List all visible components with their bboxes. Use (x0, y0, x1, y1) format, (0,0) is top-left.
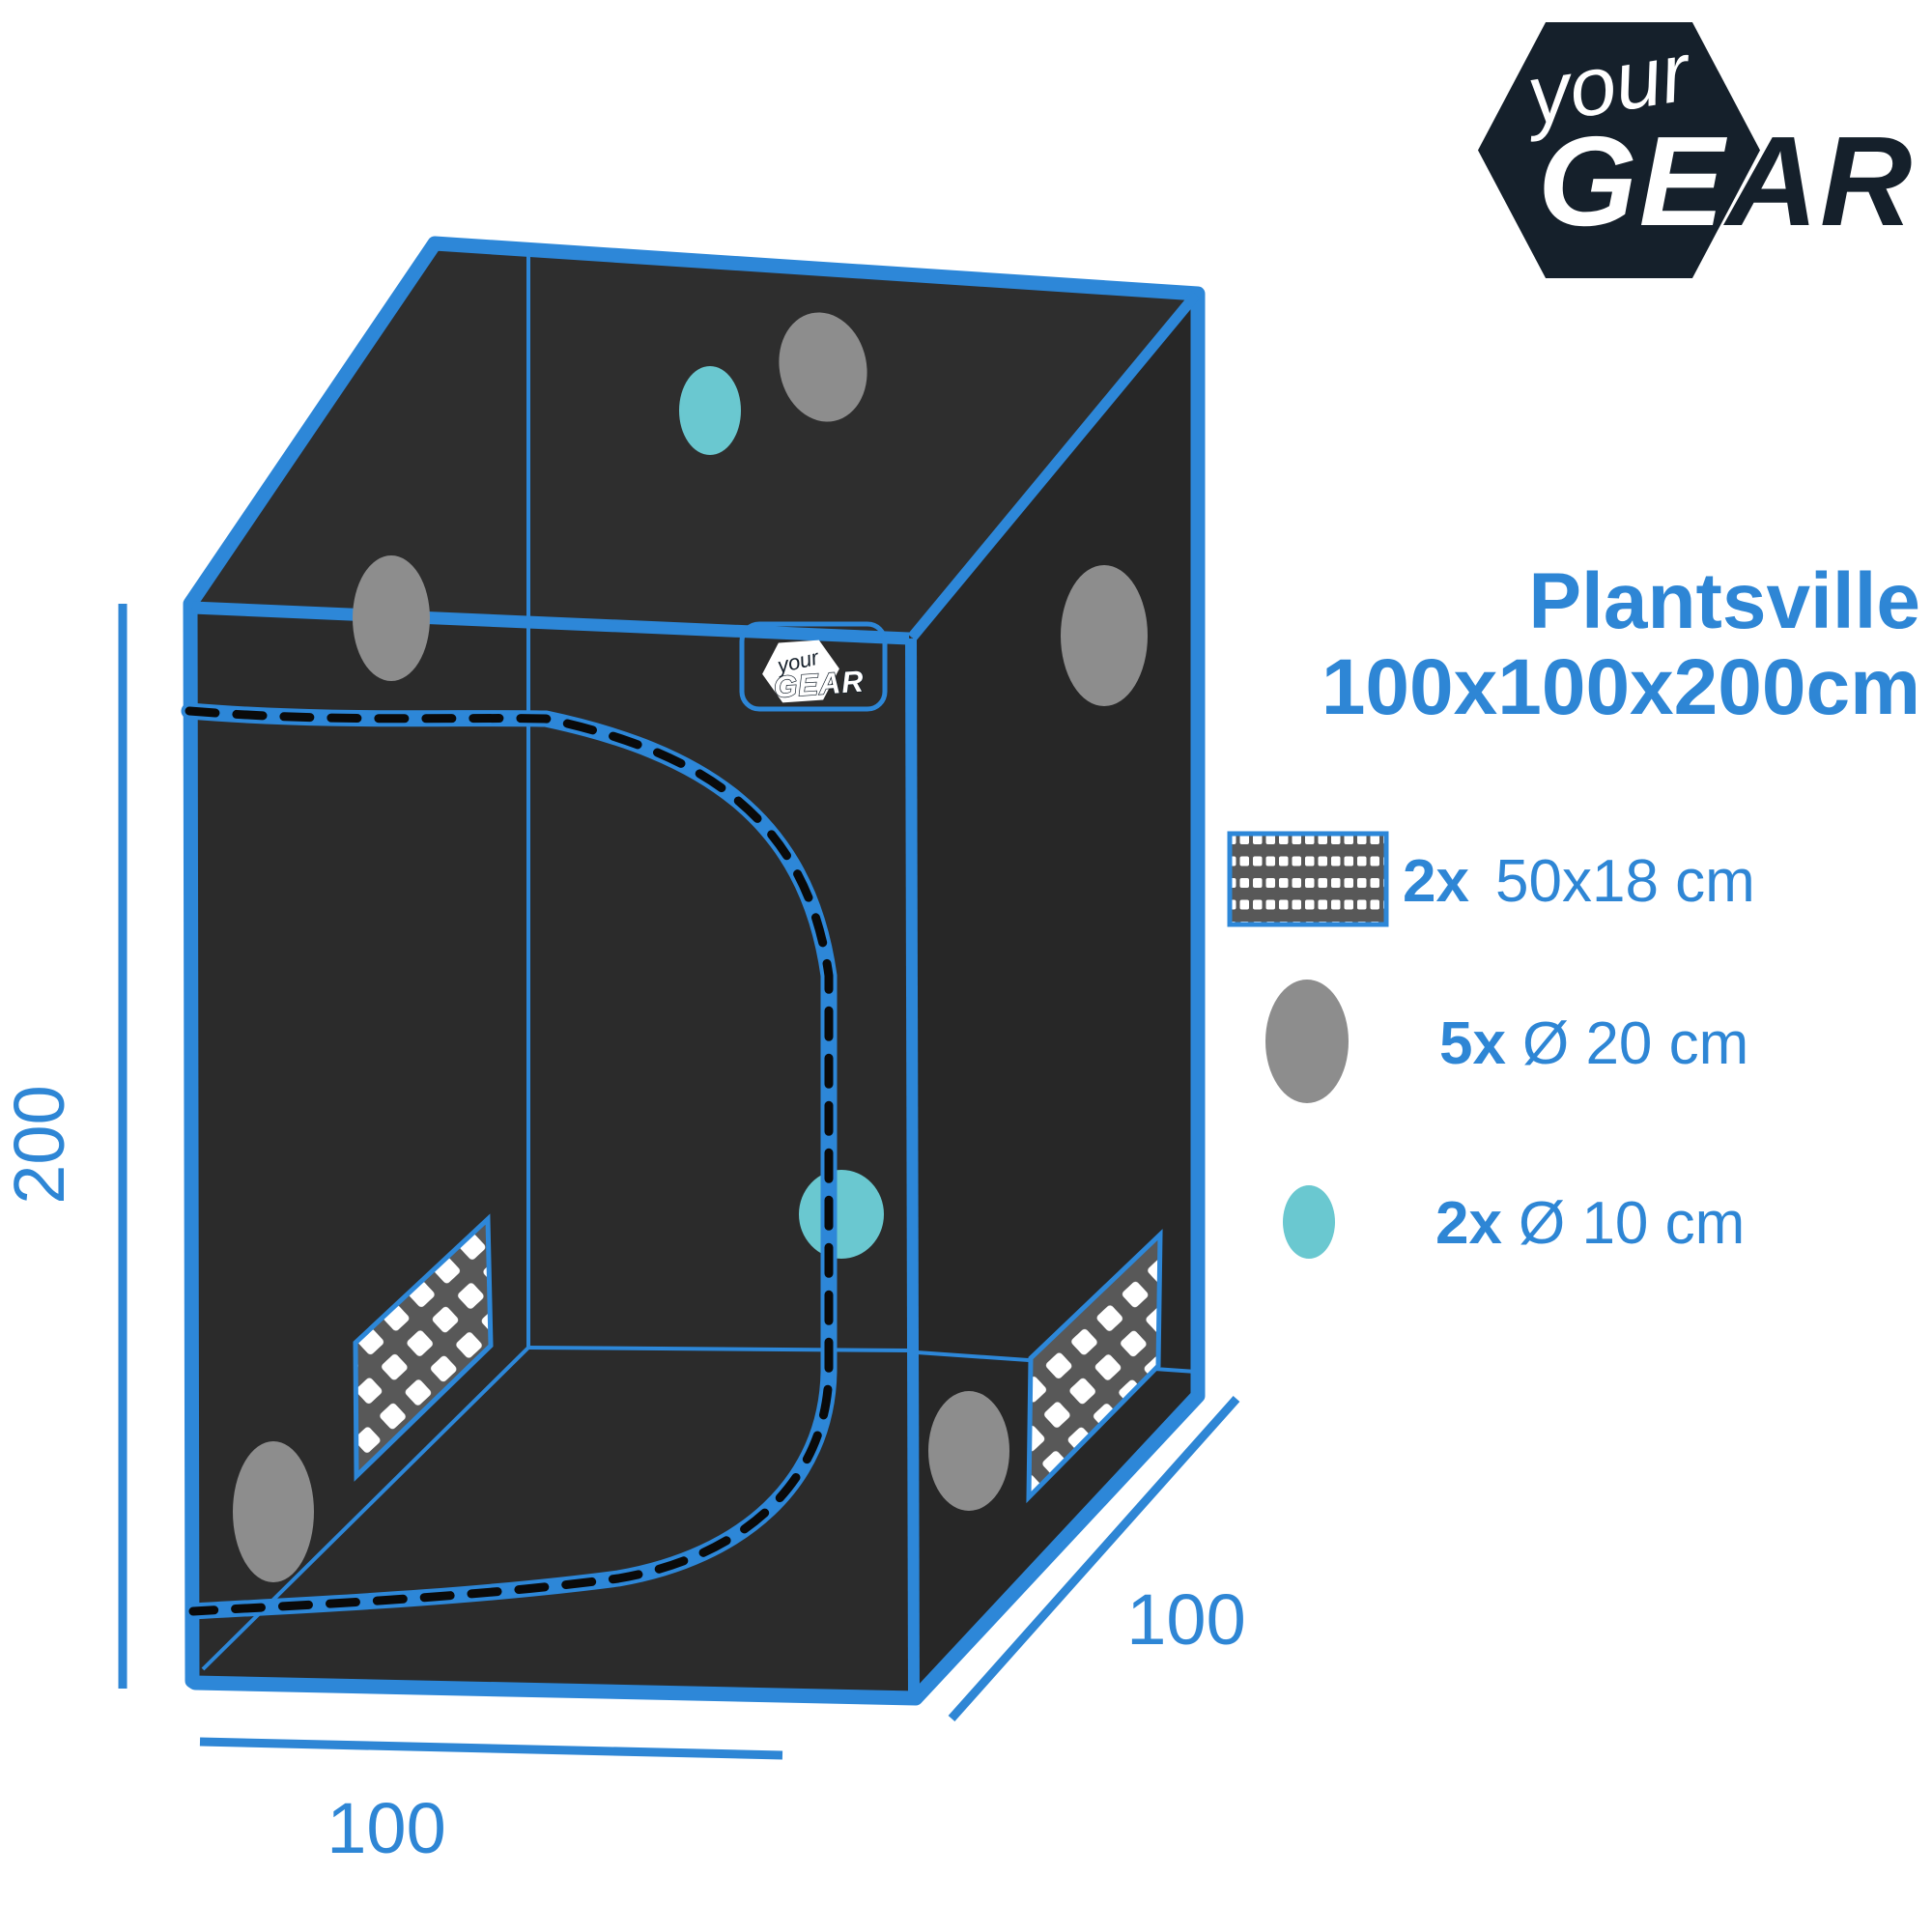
legend-vent20-qty: 5x (1439, 1010, 1506, 1077)
width-dimension-label: 100 (327, 1788, 445, 1868)
product-size: 100x100x200cm (1321, 643, 1920, 731)
patch-hexagon (762, 639, 839, 703)
zipper-door (181, 702, 838, 1620)
depth-dimension-label: 100 (1126, 1579, 1245, 1660)
brand-hexagon (1478, 22, 1760, 278)
gray-round-vent-icon (1265, 980, 1349, 1103)
brand-word: GEAR (1538, 118, 1914, 245)
edge-roof-right (907, 291, 1201, 641)
vent-right-lower-gray (928, 1391, 1009, 1511)
teal-round-vent-icon (1283, 1185, 1335, 1259)
height-dimension-label: 200 (0, 1085, 79, 1204)
edge-front-right (905, 638, 920, 1696)
edge-front-top (191, 601, 910, 645)
dimension-lines (118, 604, 1240, 1760)
brand-word-outside: AR (1725, 110, 1915, 252)
brand-word-inside: GE (1538, 110, 1726, 252)
vent-front-upper-gray (353, 555, 430, 681)
vent-front-teal (799, 1170, 884, 1259)
product-name: Plantsville (1528, 557, 1920, 645)
tent-brand-patch: your GEAR (739, 621, 888, 712)
patch-word: GEAR (773, 665, 866, 704)
zipper-dashes (185, 706, 834, 1616)
product-title-block: Plantsville 100x100x200cm (869, 558, 1920, 730)
vent-roof-teal (679, 366, 741, 455)
legend-vent10-size: Ø 10 cm (1519, 1190, 1746, 1257)
legend-mesh-qty: 2x (1403, 848, 1469, 915)
width-dimension-line (199, 1737, 783, 1760)
vent-right-upper-gray (1061, 565, 1148, 706)
tent-outline-edges (183, 236, 1206, 1706)
depth-dimension-line (948, 1396, 1240, 1721)
legend-vent10-qty: 2x (1435, 1190, 1502, 1257)
mesh-window-right (1026, 1229, 1163, 1504)
mesh-swatch-icon (1227, 831, 1389, 927)
mesh-window-front (353, 1213, 494, 1482)
vent-front-lower-gray (233, 1441, 314, 1582)
legend-vent20-size: Ø 20 cm (1522, 1010, 1749, 1077)
vent-roof-gray (779, 312, 867, 422)
legend-mesh-size: 50x18 cm (1495, 848, 1755, 915)
